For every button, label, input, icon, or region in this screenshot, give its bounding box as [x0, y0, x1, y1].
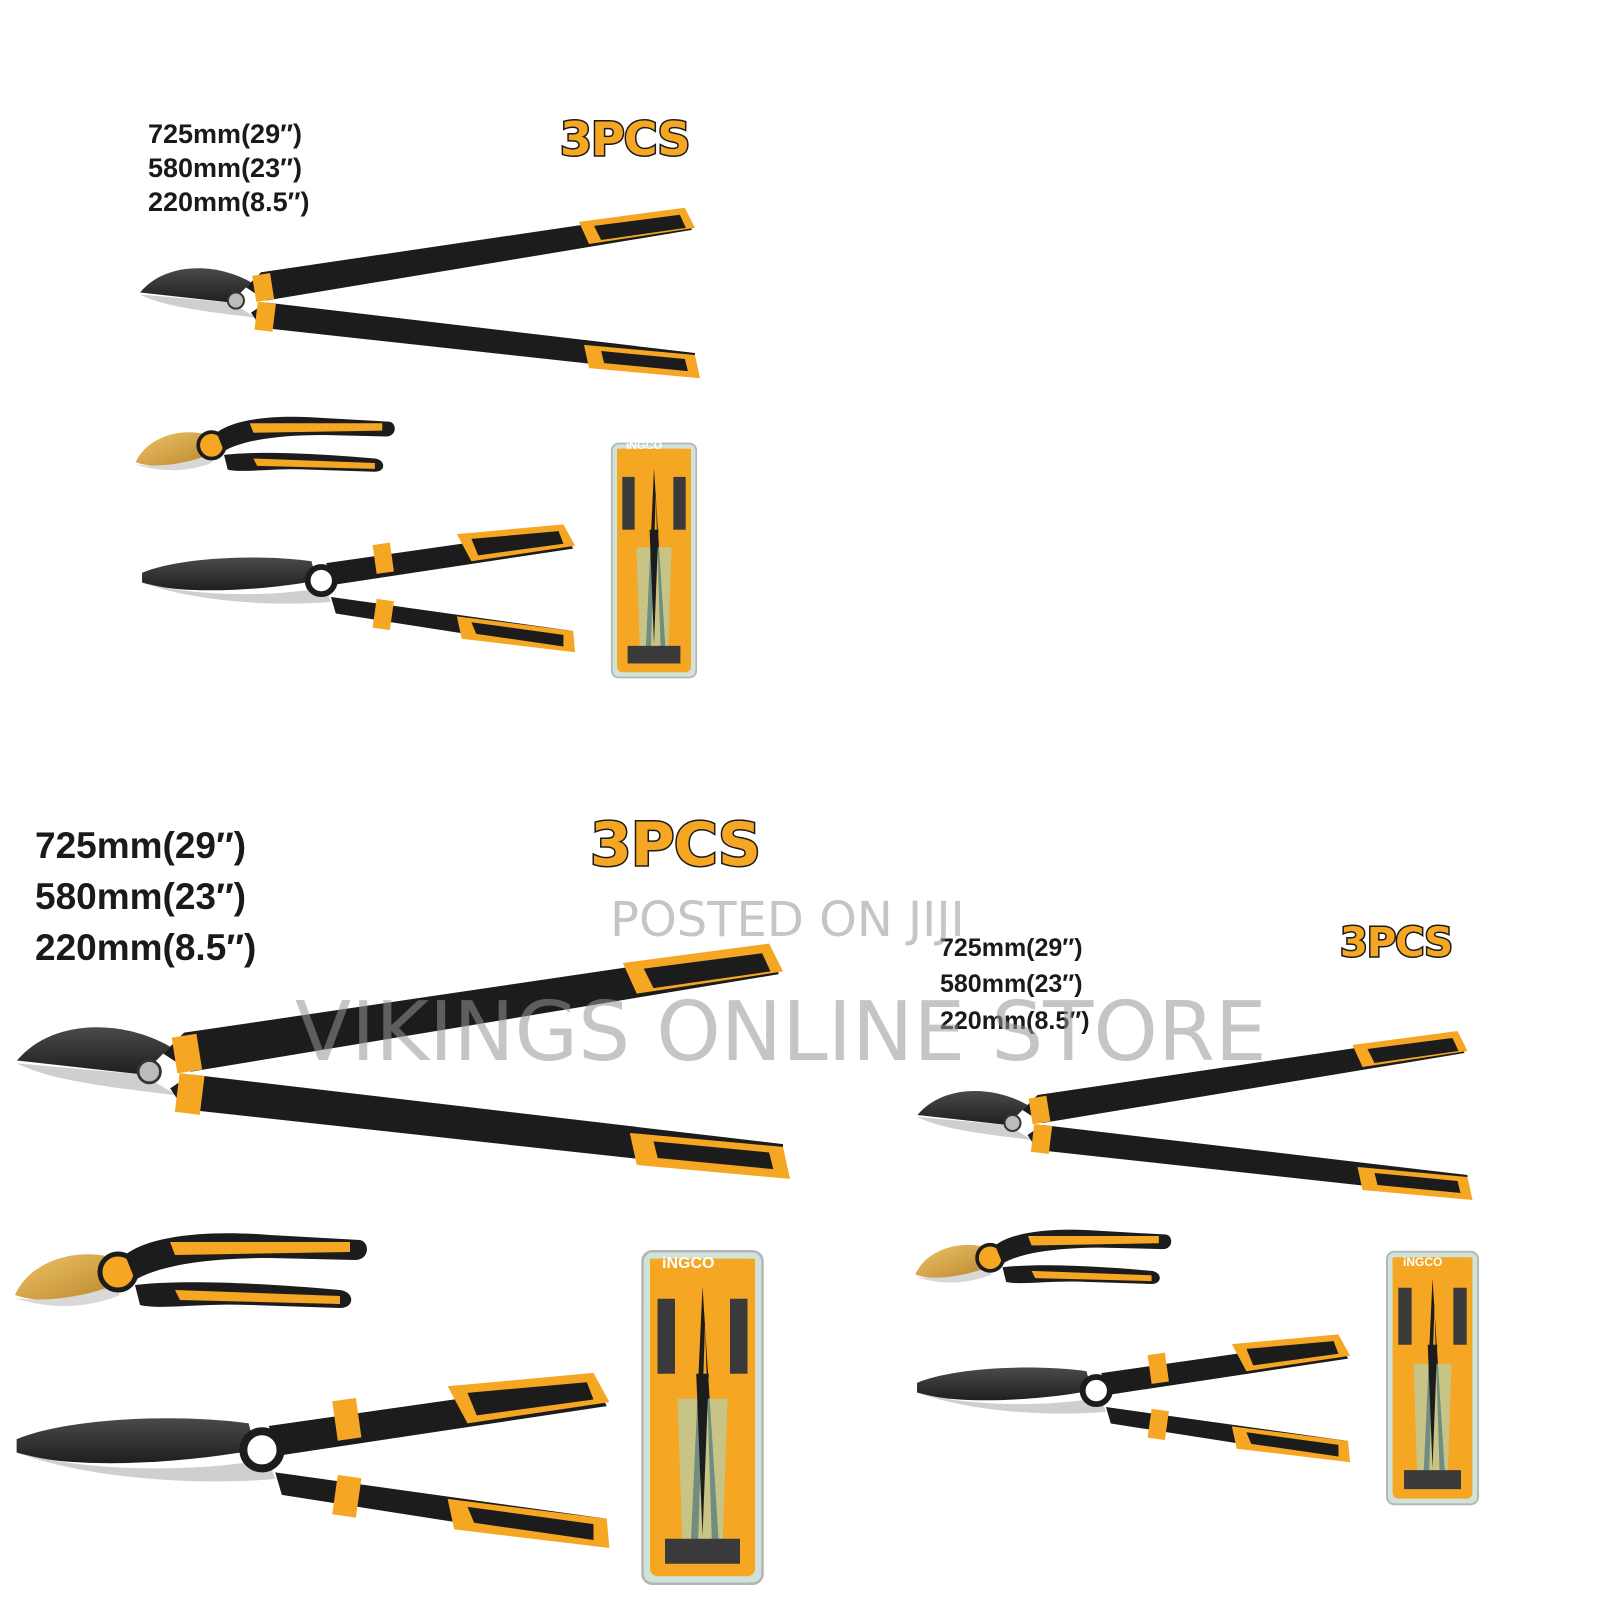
dimension-pruner: 220mm(8.5″): [148, 186, 310, 217]
dimensions-list: 725mm(29″) 580mm(23″) 220mm(8.5″): [940, 930, 1090, 1039]
lopper-image: [135, 200, 700, 395]
package-image: [640, 1245, 765, 1590]
package-brand-label: iNGCO: [662, 1255, 715, 1272]
piece-count-badge: 3PCS: [558, 111, 691, 168]
dimensions-list: 725mm(29″) 580mm(23″) 220mm(8.5″): [35, 820, 256, 973]
dimension-pruner: 220mm(8.5″): [35, 927, 257, 969]
dimension-shears: 580mm(23″): [940, 970, 1083, 999]
package-image: [610, 433, 698, 688]
hedge-shears-image: [910, 1315, 1360, 1470]
piece-count-badge: 3PCS: [1338, 919, 1454, 968]
hedge-shears-image: [135, 505, 585, 660]
product-panel-bottom-left: 725mm(29″) 580mm(23″) 220mm(8.5″) 3PCS i…: [0, 800, 800, 1600]
pruner-image: [910, 1220, 1175, 1300]
package-brand-label: iNGCO: [1403, 1255, 1443, 1269]
dimension-lopper: 725mm(29″): [35, 825, 247, 866]
package-image: [1385, 1248, 1480, 1508]
piece-count-badge: 3PCS: [588, 809, 762, 882]
dimension-lopper: 725mm(29″): [148, 119, 303, 149]
dimension-pruner: 220mm(8.5″): [940, 1006, 1090, 1035]
pruner-image: [132, 405, 397, 490]
product-panel-bottom-right: 725mm(29″) 580mm(23″) 220mm(8.5″) 3PCS i…: [900, 919, 1500, 1520]
dimension-shears: 580mm(23″): [35, 876, 247, 918]
package-brand-label: iNGCO: [626, 440, 663, 452]
product-panel-top: 725mm(29″) 580mm(23″) 220mm(8.5″) 3PCS i…: [0, 0, 800, 720]
watermark-posted: POSTED ON JIJI: [610, 892, 965, 948]
dimensions-list: 725mm(29″) 580mm(23″) 220mm(8.5″): [148, 118, 310, 219]
hedge-shears-image: [10, 1345, 620, 1560]
watermark-store: VIKINGS ONLINE STORE: [295, 985, 1267, 1080]
dimension-shears: 580mm(23″): [148, 152, 303, 183]
pruner-image: [10, 1220, 370, 1330]
dimension-lopper: 725mm(29″): [940, 934, 1083, 962]
